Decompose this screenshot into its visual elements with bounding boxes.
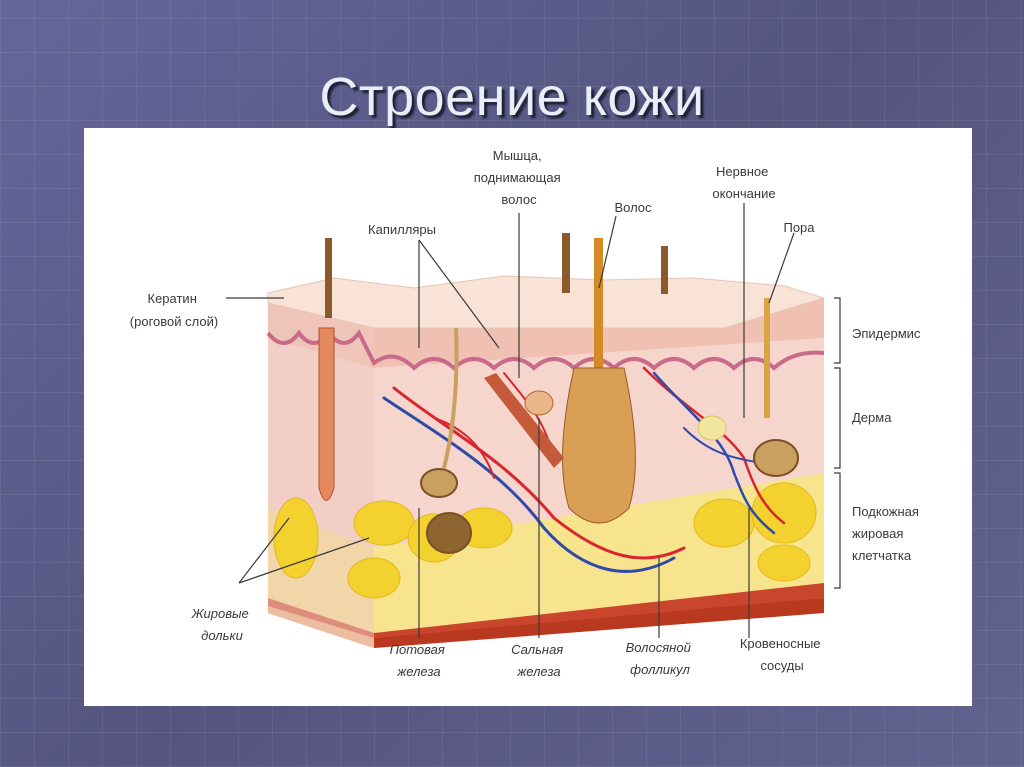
fascia-band [268, 583, 824, 648]
label-hair: Волос [614, 200, 652, 215]
label-fat-lobules: Жировые дольки [191, 606, 253, 643]
label-epidermis: Эпидермис [852, 326, 921, 341]
label-nerve-ending: Нервное окончание [712, 164, 775, 201]
label-capillaries: Капилляры [368, 222, 436, 237]
hair-follicle-drawing [562, 367, 636, 524]
small-follicle [318, 327, 335, 501]
blood-vessels-drawing [382, 366, 786, 573]
label-sweat-gland: Потовая железа [390, 642, 449, 679]
label-blood-vessels: Кровеносные сосуды [740, 636, 824, 673]
arrector-muscle [484, 373, 564, 468]
label-keratin: Кератин (роговой слой) [130, 291, 218, 329]
sweat-glands-drawing [420, 439, 799, 554]
hair-shafts [325, 233, 770, 418]
label-pore: Пора [783, 220, 815, 235]
fat-lobules-drawing [273, 482, 817, 599]
label-dermis: Дерма [852, 410, 892, 425]
label-sebaceous-gland: Сальная железа [511, 642, 567, 679]
nerve-ending-drawing [697, 415, 727, 441]
sebaceous-gland-drawing [524, 390, 554, 416]
leader-lines [226, 203, 841, 638]
label-subcutaneous: Подкожная жировая клетчатка [852, 504, 923, 563]
label-muscle: Мышца, поднимающая волос [474, 148, 565, 207]
epidermis-ridge [266, 329, 825, 371]
skin-diagram: Мышца, поднимающая волос Нервное окончан… [130, 148, 923, 679]
slide-title: Строение кожи [319, 67, 705, 127]
keratin-surface [267, 275, 826, 329]
label-hair-follicle: Волосяной фолликул [626, 640, 695, 677]
diagram-panel: Мышца, поднимающая волос Нервное окончан… [84, 128, 972, 706]
